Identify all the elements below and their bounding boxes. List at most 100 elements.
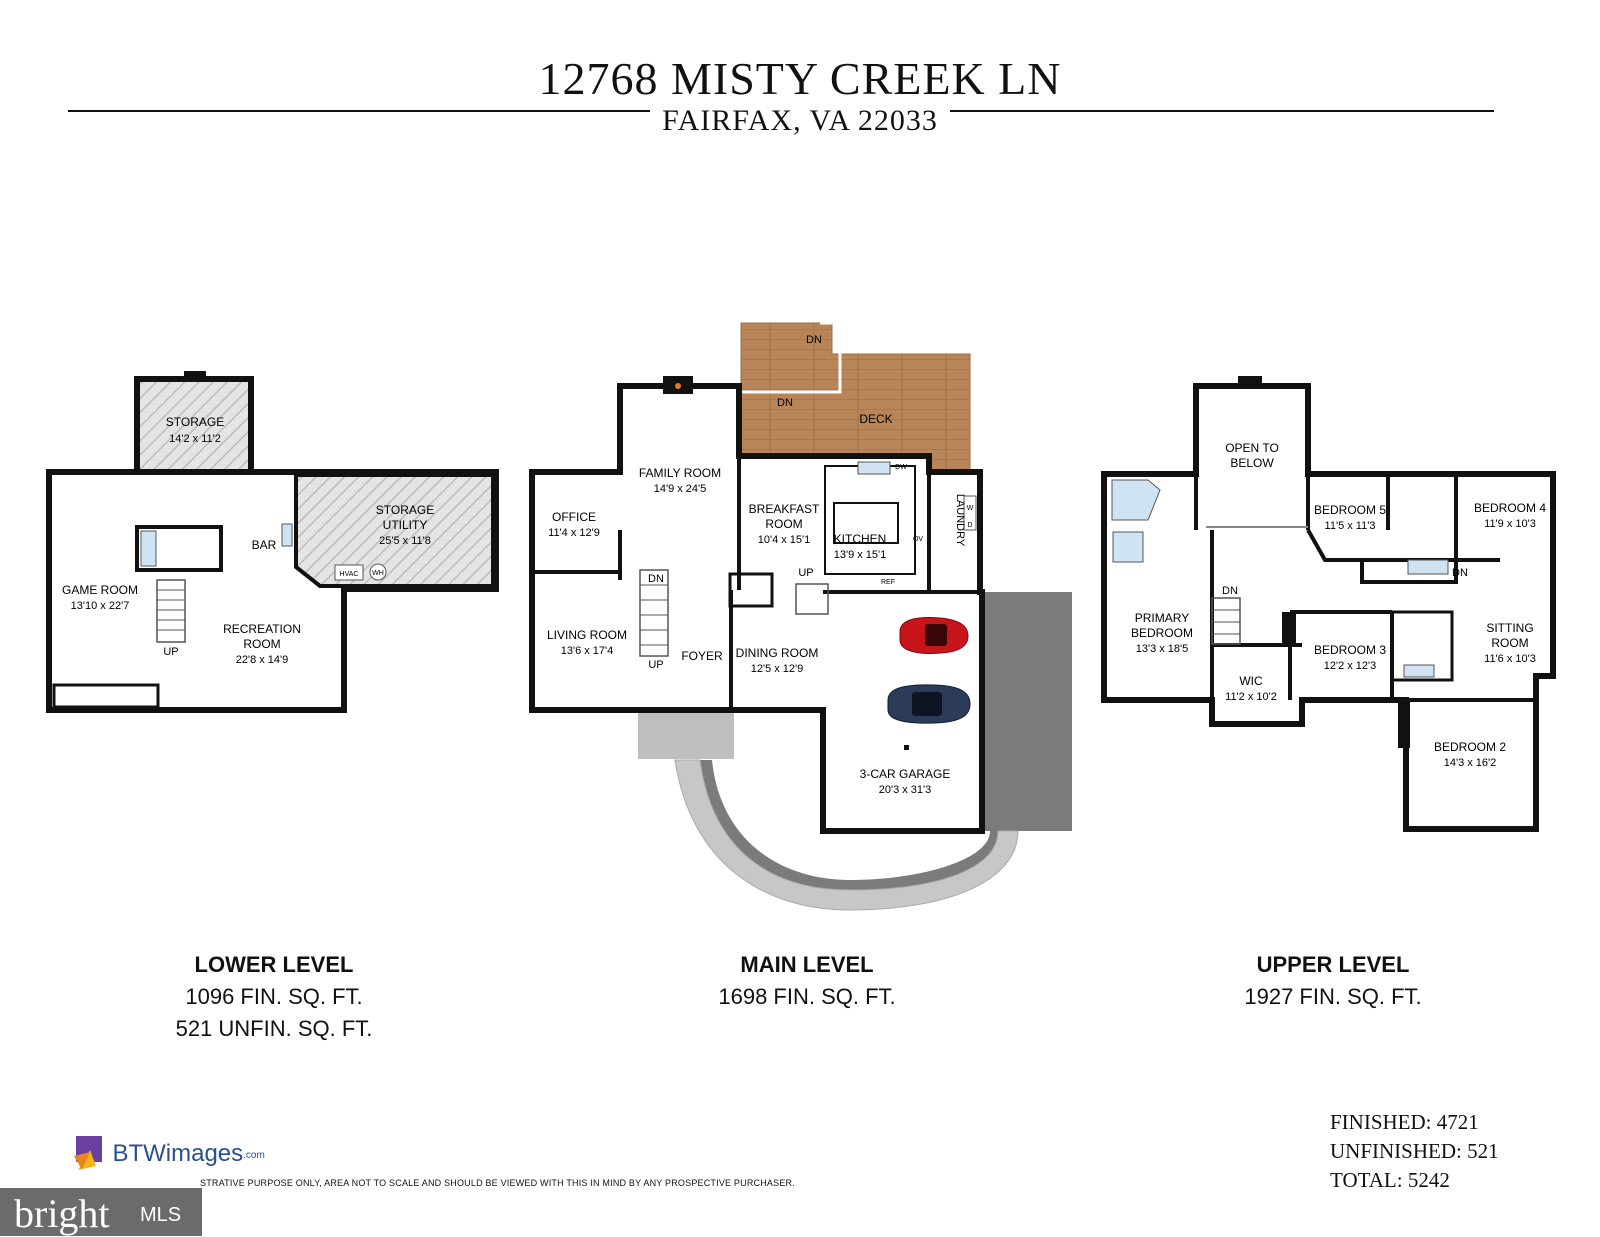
lower-level-unfinished: 521 UNFIN. SQ. FT. bbox=[175, 1016, 373, 1041]
main-dn-label: DN bbox=[648, 573, 664, 585]
office-label: OFFICE bbox=[552, 510, 596, 524]
living-room-dims: 13'6 x 17'4 bbox=[561, 645, 614, 657]
main-level-summary: MAIN LEVEL 1698 FIN. SQ. FT. bbox=[607, 952, 1007, 1010]
lower-level-plan: HVAC WH STORAGE 14'2 x 11'2 STORAGE UTIL… bbox=[46, 371, 499, 713]
bar-label: BAR bbox=[252, 538, 277, 552]
garage-label: 3-CAR GARAGE bbox=[860, 767, 951, 781]
powder-room bbox=[728, 572, 774, 608]
storage-utility-label-1: STORAGE bbox=[376, 503, 434, 517]
main-level-finished: 1698 FIN. SQ. FT. bbox=[718, 984, 896, 1009]
deck-dn-label-1: DN bbox=[806, 334, 822, 346]
family-room-label: FAMILY ROOM bbox=[639, 466, 721, 480]
wic-label: WIC bbox=[1239, 674, 1263, 688]
wic-dims: 11'2 x 10'2 bbox=[1225, 691, 1277, 703]
lower-bar-sink bbox=[281, 523, 293, 547]
square-footage-totals: FINISHED: 4721 UNFINISHED: 521 TOTAL: 52… bbox=[1330, 1108, 1499, 1195]
city-text: FAIRFAX, VA 22033 bbox=[650, 104, 950, 137]
upper-dn-label-2: DN bbox=[1452, 567, 1468, 579]
bedroom5-label: BEDROOM 5 bbox=[1314, 503, 1386, 517]
lower-level-title: LOWER LEVEL bbox=[194, 952, 354, 977]
bedroom4-dims: 11'9 x 10'3 bbox=[1484, 518, 1536, 530]
game-room-dims: 13'10 x 22'7 bbox=[71, 600, 130, 612]
primary-bedroom-label-2: BEDROOM bbox=[1131, 626, 1193, 640]
total-finished: FINISHED: 4721 bbox=[1330, 1110, 1479, 1134]
primary-bedroom-dims: 13'3 x 18'5 bbox=[1136, 643, 1189, 655]
hvac-label: HVAC bbox=[340, 571, 359, 578]
main-stairs bbox=[639, 569, 669, 657]
property-city: FAIRFAX, VA 22033 bbox=[0, 104, 1600, 138]
upper-level-plan: OPEN TO BELOW BEDROOM 5 11'5 x 11'3 BEDR… bbox=[1101, 376, 1556, 832]
disclaimer-text: STRATIVE PURPOSE ONLY, AREA NOT TO SCALE… bbox=[200, 1178, 795, 1188]
lower-level-finished: 1096 FIN. SQ. FT. bbox=[185, 984, 363, 1009]
walkway bbox=[674, 759, 1019, 911]
bedroom4-label: BEDROOM 4 bbox=[1474, 501, 1546, 515]
bedroom3-dims: 12'2 x 12'3 bbox=[1324, 660, 1377, 672]
office-dims: 11'4 x 12'9 bbox=[548, 527, 600, 539]
deck-label: DECK bbox=[859, 412, 892, 426]
ov-label: OV bbox=[913, 536, 923, 543]
total-unfinished: UNFINISHED: 521 bbox=[1330, 1139, 1499, 1163]
sitting-room-dims: 11'6 x 10'3 bbox=[1484, 653, 1536, 665]
dryer-label: D bbox=[967, 522, 972, 529]
kitchen-label: KITCHEN bbox=[834, 532, 887, 546]
bright-text: bright bbox=[14, 1191, 110, 1236]
dining-room-dims: 12'5 x 12'9 bbox=[751, 663, 804, 675]
lower-level-summary: LOWER LEVEL 1096 FIN. SQ. FT. 521 UNFIN.… bbox=[74, 952, 474, 1042]
upper-level-title: UPPER LEVEL bbox=[1256, 952, 1410, 977]
front-porch bbox=[638, 707, 734, 759]
total-all: TOTAL: 5242 bbox=[1330, 1168, 1450, 1192]
sitting-room-label-2: ROOM bbox=[1491, 636, 1528, 650]
lower-tub bbox=[140, 530, 157, 567]
breakfast-label-1: BREAKFAST bbox=[749, 502, 820, 516]
recreation-label-1: RECREATION bbox=[223, 622, 301, 636]
primary-bedroom-label-1: PRIMARY bbox=[1135, 611, 1189, 625]
living-room-label: LIVING ROOM bbox=[547, 628, 627, 642]
sitting-room-label-1: SITTING bbox=[1486, 621, 1533, 635]
btw-brand-com: .com bbox=[243, 1150, 265, 1162]
ref-label: REF bbox=[881, 579, 895, 586]
garage-dims: 20'3 x 31'3 bbox=[879, 784, 932, 796]
lower-storage-utility-area bbox=[294, 473, 495, 588]
wh-label: WH bbox=[372, 570, 384, 577]
btw-brand-text: BTWimages bbox=[112, 1140, 244, 1167]
storage-utility-label-2: UTILITY bbox=[383, 518, 428, 532]
storage-utility-dims: 25'5 x 11'8 bbox=[379, 535, 431, 547]
mls-text: MLS bbox=[140, 1204, 182, 1226]
storage-dims: 14'2 x 11'2 bbox=[169, 433, 221, 445]
upper-stairs bbox=[1211, 597, 1241, 645]
laundry-label: LAUNDRY bbox=[954, 494, 966, 547]
game-room-label: GAME ROOM bbox=[62, 583, 138, 597]
upper-level-summary: UPPER LEVEL 1927 FIN. SQ. FT. bbox=[1133, 952, 1533, 1010]
breakfast-dims: 10'4 x 15'1 bbox=[758, 534, 811, 546]
blue-car bbox=[887, 684, 971, 724]
main-level-plan: DN DN DECK FAMILY ROOM 14'9 x 24'5 OFFIC… bbox=[529, 321, 1072, 911]
main-level-title: MAIN LEVEL bbox=[740, 952, 874, 977]
lower-storage-chimney bbox=[184, 371, 206, 381]
family-room-dims: 14'9 x 24'5 bbox=[654, 483, 707, 495]
bedroom2-label: BEDROOM 2 bbox=[1434, 740, 1506, 754]
btwimages-logo: BTWimages.com bbox=[72, 1136, 265, 1172]
kitchen-island bbox=[833, 502, 899, 544]
property-address: 12768 MISTY CREEK LN bbox=[538, 53, 1062, 104]
kitchen-dims: 13'9 x 15'1 bbox=[834, 549, 887, 561]
lower-window-seat bbox=[52, 683, 160, 709]
deck bbox=[740, 322, 971, 475]
red-car bbox=[899, 617, 969, 654]
upper-level-finished: 1927 FIN. SQ. FT. bbox=[1244, 984, 1422, 1009]
dining-room-label: DINING ROOM bbox=[736, 646, 819, 660]
lower-stairs bbox=[156, 579, 186, 643]
kitchen-up-label: UP bbox=[798, 567, 813, 579]
foyer-label: FOYER bbox=[681, 649, 723, 663]
deck-dn-label-2: DN bbox=[777, 397, 793, 409]
recreation-label-2: ROOM bbox=[243, 637, 280, 651]
flower-logo-icon bbox=[74, 1136, 102, 1170]
main-up-label: UP bbox=[648, 659, 663, 671]
lower-up-label: UP bbox=[163, 646, 178, 658]
recreation-dims: 22'8 x 14'9 bbox=[236, 654, 289, 666]
washer-label: W bbox=[967, 505, 974, 512]
dw-label: DW bbox=[895, 464, 907, 471]
driveway bbox=[680, 592, 1072, 905]
bright-mls-logo: bright MLS bbox=[0, 1188, 202, 1236]
storage-label: STORAGE bbox=[166, 415, 224, 429]
